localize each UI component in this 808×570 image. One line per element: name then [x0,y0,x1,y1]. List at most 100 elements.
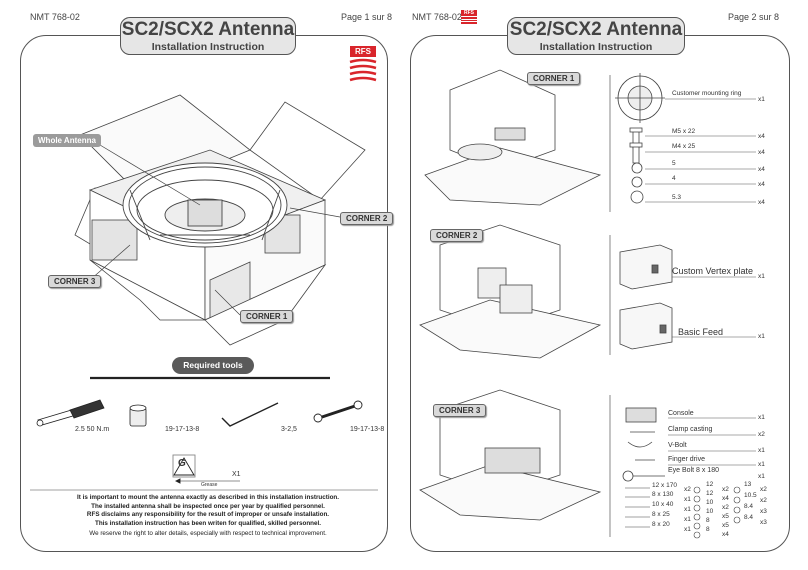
part-qty: x1 [758,461,765,468]
part-qty: x4 [758,149,765,156]
nut-qty: x4 [722,531,729,538]
part-qty: x1 [758,96,765,103]
socket-icon [129,404,147,427]
part-qty: x4 [758,166,765,173]
grease-icon [172,454,240,484]
part-name: 4 [672,175,676,182]
grease-label: Grease [201,482,218,488]
callout-whole-antenna: Whole Antenna [33,134,101,147]
part-qty: x1 [758,414,765,421]
part-name: 5 [672,160,676,167]
grease-qty: X1 [232,471,241,478]
page-number: Page 2 sur 8 [728,12,780,22]
nut-size: 12 [706,490,714,497]
tool-label-torque: 2.5 50 N.m [75,426,110,433]
page-title: SC2/SCX2 Antenna [121,19,295,40]
bolt-qty: x1 [684,506,691,513]
bolt-qty: x1 [684,496,691,503]
callout-corner3: CORNER 3 [48,275,102,288]
part-qty: x1 [758,273,765,280]
nut-qty: x5 [722,513,729,520]
nut-qty: x5 [722,522,729,529]
part-qty: x4 [758,133,765,140]
nut-qty: x2 [722,504,729,511]
part-name: Clamp casting [668,426,713,433]
washer-size: 10.5 [744,492,757,499]
bolt-qty: x1 [684,526,691,533]
part-qty: x4 [758,199,765,206]
right-title-box: SC2/SCX2 Antenna Installation Instructio… [507,17,685,55]
part-qty: x1 [758,333,765,340]
page-number: Page 1 sur 8 [341,12,393,22]
mounting-ring-icon [615,73,665,123]
notice-line: This installation instruction has been w… [94,519,322,527]
bolt-size: 8 x 130 [652,491,674,498]
part-qty: x1 [758,447,765,454]
rfs-logo: RFS [349,46,377,86]
tool-label-socket: 19-17-13-8 [165,426,200,433]
bolt-qty: x2 [684,486,691,493]
part-qty: x4 [758,181,765,188]
safety-notice: It is important to mount the antenna exa… [30,494,386,539]
corner2-label: CORNER 2 [430,229,484,242]
rfs-small-logo: RFS [461,10,477,24]
washer-qty: x3 [760,508,767,515]
notice-line: It is important to mount the antenna exa… [76,494,340,501]
nut-size: 10 [706,508,714,515]
part-name: Basic Feed [678,327,724,337]
callout-corner2: CORNER 2 [340,212,394,225]
part-name: 5.3 [672,194,682,201]
part-name: V-Bolt [668,442,687,449]
page-subtitle: Installation Instruction [539,41,653,53]
open-wrench-icon [313,400,363,423]
washer-qty: x3 [760,519,767,526]
tool-label-hexkey: 3-2,5 [281,426,297,433]
nut-size: 10 [706,499,714,506]
nut-size: 8 [706,526,710,533]
left-title-box: SC2/SCX2 Antenna Installation Instructio… [120,17,296,55]
callout-corner1: CORNER 1 [240,310,294,323]
page-subtitle: Installation Instruction [151,41,265,53]
nut-size: 12 [706,481,714,488]
part-name: M5 x 22 [672,128,696,135]
bolt-size: 10 x 40 [652,501,674,508]
doc-number: NMT 768-02 [30,12,80,22]
doc-number: NMT 768-02 [412,12,462,22]
page-title: SC2/SCX2 Antenna [509,19,683,40]
corner3-label: CORNER 3 [433,404,487,417]
required-tools-label: Required tools [172,357,254,374]
part-qty: x1 [758,473,765,480]
bolt-size: 8 x 25 [652,511,670,518]
washer-size: 8.4 [744,503,754,510]
part-name: Finger drive [668,456,705,463]
bolt-size: 12 x 170 [652,482,677,489]
bolt-qty: x1 [684,516,691,523]
washer-qty: x2 [760,497,767,504]
part-name: Custom Vertex plate [672,266,754,276]
corner1-label: CORNER 1 [527,72,581,85]
washer-size: 8.4 [744,514,754,521]
rfs-logo-waves [349,58,377,82]
notice-note: We reserve the right to alter details, e… [89,530,327,538]
part-qty: x2 [758,431,765,438]
washer-qty: x2 [760,486,767,493]
part-name: Console [668,410,694,417]
torque-wrench-icon [36,399,105,427]
notice-line: RFS disclaims any responsibility for the… [86,511,330,519]
bolt-size: 8 x 20 [652,521,670,528]
part-name: M4 x 25 [672,143,696,150]
notice-line: The installed antenna shall be inspected… [91,502,325,510]
nut-qty: x2 [722,486,729,493]
washer-size: 13 [744,481,752,488]
part-name: Customer mounting ring [672,90,742,97]
grease-symbol: G [178,458,186,469]
part-name: Eye Bolt 8 x 180 [668,467,719,474]
tool-label-wrench: 19-17-13-8 [350,426,385,433]
hex-key-icon [221,402,279,427]
